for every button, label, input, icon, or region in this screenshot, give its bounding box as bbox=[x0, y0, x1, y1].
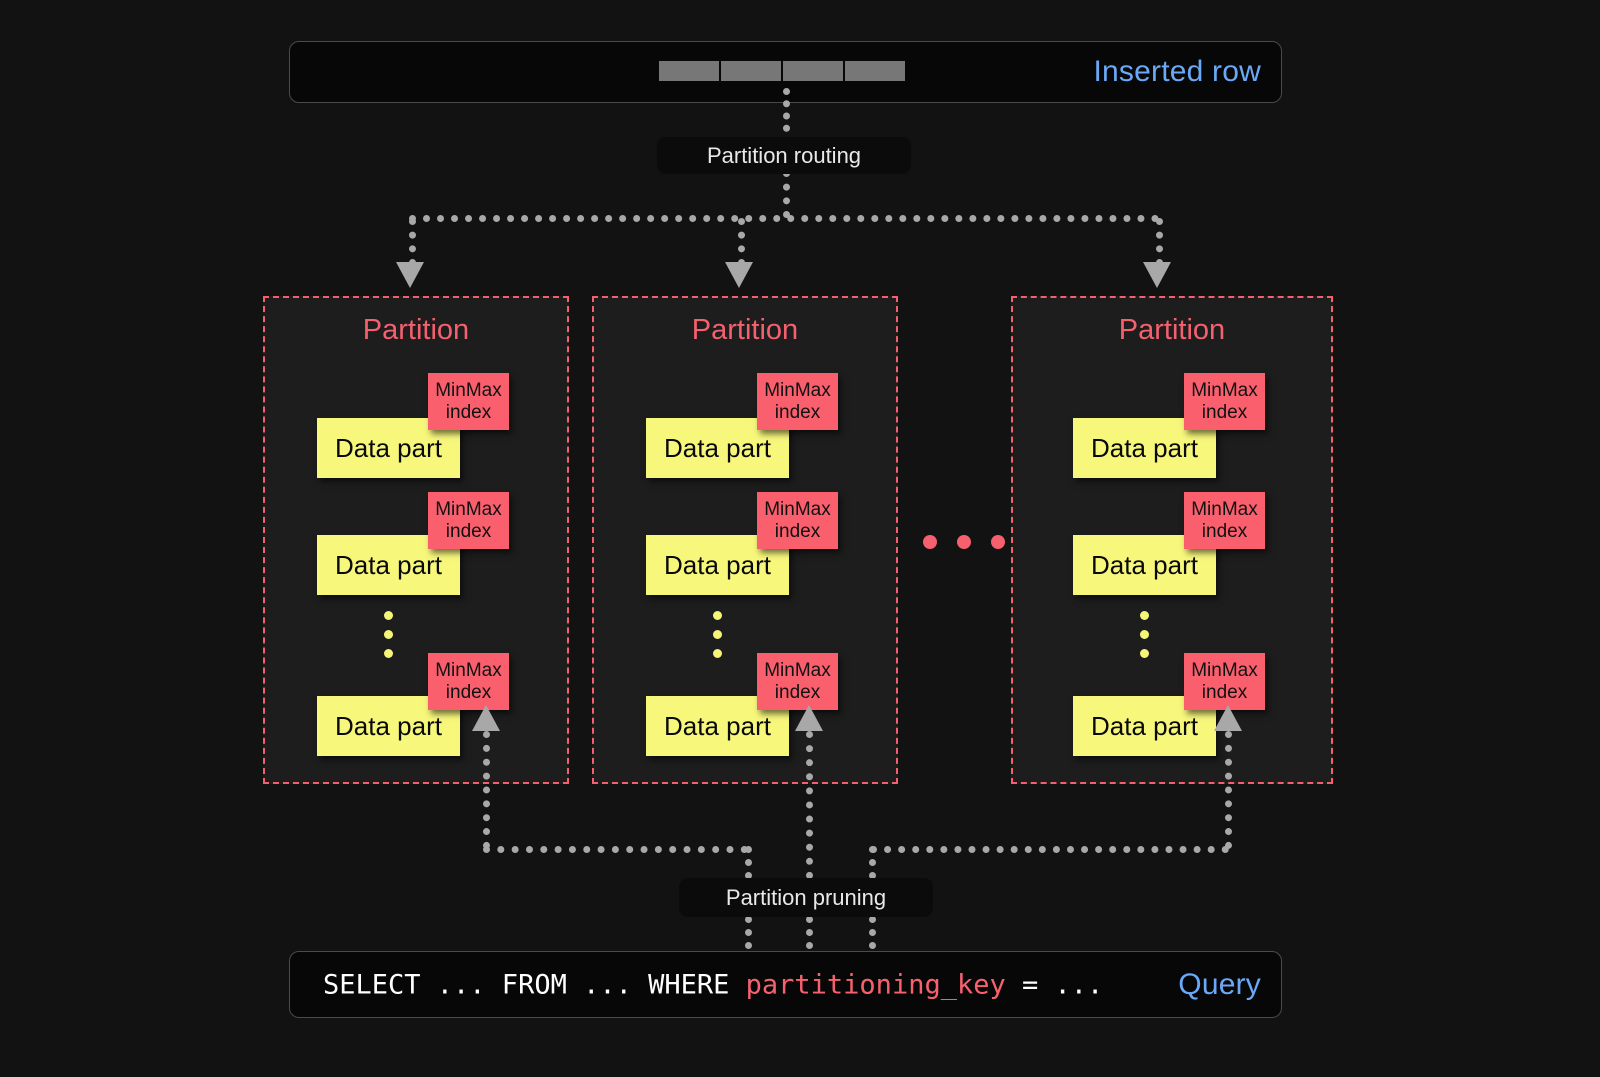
connector-bus-to-partition-2 bbox=[738, 218, 745, 266]
minmax-index-box: MinMax index bbox=[428, 373, 509, 430]
row-cell bbox=[659, 61, 719, 81]
ellipsis-dot bbox=[957, 535, 971, 549]
arrow-out-of-partition-2 bbox=[795, 705, 823, 731]
minmax-index-line1: MinMax bbox=[764, 659, 831, 681]
minmax-index-line2: index bbox=[445, 401, 492, 423]
minmax-index-line2: index bbox=[774, 401, 821, 423]
partition-box-2: Partition Data part MinMax index Data pa… bbox=[592, 296, 898, 784]
row-cell bbox=[721, 61, 781, 81]
minmax-index-line1: MinMax bbox=[435, 379, 502, 401]
row-cell bbox=[783, 61, 843, 81]
minmax-index-box: MinMax index bbox=[757, 492, 838, 549]
data-part-ellipsis bbox=[384, 611, 393, 658]
connector-bus-to-partition-3 bbox=[1156, 218, 1163, 266]
inserted-row-cells bbox=[659, 61, 905, 81]
connector-row-to-routing bbox=[783, 88, 790, 144]
minmax-index-box: MinMax index bbox=[757, 653, 838, 710]
minmax-index-box: MinMax index bbox=[757, 373, 838, 430]
query-label: Query bbox=[1178, 967, 1261, 1001]
minmax-index-line1: MinMax bbox=[1191, 659, 1258, 681]
ellipsis-dot bbox=[1140, 630, 1149, 639]
ellipsis-dot bbox=[384, 649, 393, 658]
row-cell bbox=[845, 61, 905, 81]
minmax-index-line2: index bbox=[774, 681, 821, 703]
sql-partitioning-key: partitioning_key bbox=[745, 969, 1006, 1000]
partition-title: Partition bbox=[691, 314, 799, 346]
minmax-index-box: MinMax index bbox=[1184, 373, 1265, 430]
connector-routing-to-bus bbox=[783, 170, 790, 218]
connector-partition-1-down bbox=[483, 731, 490, 849]
connector-pruning-to-query-2 bbox=[806, 916, 813, 949]
minmax-index-line1: MinMax bbox=[435, 498, 502, 520]
minmax-index-line2: index bbox=[445, 520, 492, 542]
partition-title: Partition bbox=[362, 314, 470, 346]
connector-partition-1-to-pruning bbox=[483, 846, 748, 853]
arrow-into-partition-1 bbox=[396, 262, 424, 288]
data-part: Data part bbox=[317, 696, 460, 756]
data-part-ellipsis bbox=[713, 611, 722, 658]
minmax-index-line1: MinMax bbox=[764, 379, 831, 401]
sql-suffix: = ... bbox=[1005, 969, 1104, 1000]
minmax-index-box: MinMax index bbox=[1184, 492, 1265, 549]
ellipsis-dot bbox=[923, 535, 937, 549]
ellipsis-dot bbox=[384, 611, 393, 620]
connector-bus-to-partition-1 bbox=[409, 218, 416, 266]
minmax-index-line1: MinMax bbox=[1191, 379, 1258, 401]
connector-partition-3-to-pruning bbox=[870, 846, 1229, 853]
ellipsis-dot bbox=[1140, 649, 1149, 658]
connector-pruning-in-1 bbox=[745, 846, 752, 879]
partition-pruning-label: Partition pruning bbox=[679, 878, 933, 917]
minmax-index-line2: index bbox=[1201, 681, 1248, 703]
ellipsis-dot bbox=[1140, 611, 1149, 620]
minmax-index-line2: index bbox=[1201, 401, 1248, 423]
ellipsis-dot bbox=[384, 630, 393, 639]
connector-pruning-in-3 bbox=[869, 846, 876, 879]
minmax-index-line1: MinMax bbox=[1191, 498, 1258, 520]
partitions-ellipsis bbox=[923, 535, 1005, 549]
query-bar: SELECT ... FROM ... WHERE partitioning_k… bbox=[289, 951, 1282, 1018]
connector-pruning-to-query-3 bbox=[869, 916, 876, 949]
data-part: Data part bbox=[646, 696, 789, 756]
minmax-index-line2: index bbox=[445, 681, 492, 703]
connector-routing-bus bbox=[409, 215, 1159, 222]
arrow-into-partition-2 bbox=[725, 262, 753, 288]
connector-partition-3-down bbox=[1225, 731, 1232, 849]
minmax-index-box: MinMax index bbox=[428, 653, 509, 710]
inserted-row-label: Inserted row bbox=[1093, 55, 1261, 88]
data-part: Data part bbox=[646, 418, 789, 478]
arrow-out-of-partition-3 bbox=[1214, 705, 1242, 731]
arrow-out-of-partition-1 bbox=[472, 705, 500, 731]
data-part-ellipsis bbox=[1140, 611, 1149, 658]
minmax-index-line2: index bbox=[1201, 520, 1248, 542]
partition-routing-label: Partition routing bbox=[657, 137, 911, 174]
minmax-index-line2: index bbox=[774, 520, 821, 542]
ellipsis-dot bbox=[713, 630, 722, 639]
inserted-row-bar: Inserted row bbox=[289, 41, 1282, 103]
partition-box-1: Partition Data part MinMax index Data pa… bbox=[263, 296, 569, 784]
minmax-index-box: MinMax index bbox=[1184, 653, 1265, 710]
ellipsis-dot bbox=[713, 611, 722, 620]
arrow-into-partition-3 bbox=[1143, 262, 1171, 288]
connector-pruning-to-query-1 bbox=[745, 916, 752, 949]
connector-partition-2-to-pruning bbox=[806, 731, 813, 879]
sql-prefix: SELECT ... FROM ... WHERE bbox=[323, 969, 746, 1000]
minmax-index-box: MinMax index bbox=[428, 492, 509, 549]
query-sql-text: SELECT ... FROM ... WHERE partitioning_k… bbox=[323, 969, 1103, 1000]
ellipsis-dot bbox=[713, 649, 722, 658]
ellipsis-dot bbox=[991, 535, 1005, 549]
minmax-index-line1: MinMax bbox=[435, 659, 502, 681]
minmax-index-line1: MinMax bbox=[764, 498, 831, 520]
partition-box-3: Partition Data part MinMax index Data pa… bbox=[1011, 296, 1333, 784]
partition-title: Partition bbox=[1118, 314, 1226, 346]
data-part: Data part bbox=[317, 535, 460, 595]
